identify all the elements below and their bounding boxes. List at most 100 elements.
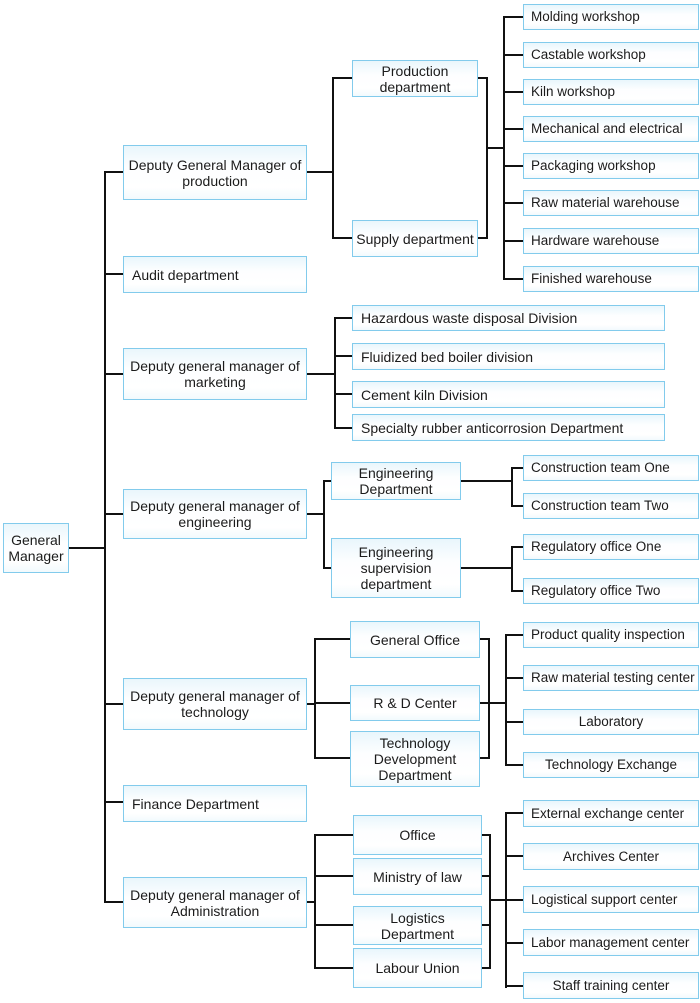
connector-line — [505, 634, 523, 636]
connector-line — [307, 513, 325, 515]
node-technology-development-department: Technology Development Department — [350, 731, 480, 787]
connector-line — [482, 967, 491, 969]
node-general-manager: General Manager — [3, 523, 69, 573]
connector-line — [489, 834, 491, 969]
connector-line — [307, 171, 334, 173]
connector-line — [314, 834, 316, 969]
connector-line — [482, 924, 491, 926]
connector-line — [488, 638, 490, 759]
node-hardware-warehouse: Hardware warehouse — [523, 228, 699, 254]
node-engineering-department: Engineering Department — [331, 462, 461, 500]
connector-line — [505, 855, 523, 857]
connector-line — [503, 165, 523, 167]
node-mechanical-and-electrical: Mechanical and electrical — [523, 116, 699, 142]
connector-line — [332, 77, 334, 239]
connector-line — [503, 16, 505, 280]
connector-line — [482, 834, 491, 836]
connector-line — [505, 942, 523, 944]
node-audit-department: Audit department — [123, 256, 307, 293]
connector-line — [480, 702, 490, 704]
connector-line — [307, 901, 316, 903]
connector-line — [503, 278, 523, 280]
connector-line — [314, 638, 351, 640]
connector-line — [486, 147, 505, 149]
connector-line — [314, 702, 351, 704]
connector-line — [482, 875, 491, 877]
connector-line — [104, 801, 123, 803]
connector-line — [323, 480, 325, 569]
connector-line — [334, 317, 336, 429]
node-hazardous-waste-disposal-division: Hazardous waste disposal Division — [352, 305, 665, 331]
connector-line — [486, 77, 488, 239]
node-packaging-workshop: Packaging workshop — [523, 153, 699, 179]
node-general-office: General Office — [350, 621, 480, 658]
connector-line — [323, 567, 332, 569]
connector-line — [104, 273, 123, 275]
node-regulatory-office-one: Regulatory office One — [523, 534, 699, 560]
connector-line — [104, 171, 106, 903]
connector-line — [511, 467, 523, 469]
node-regulatory-office-two: Regulatory office Two — [523, 578, 699, 604]
connector-line — [505, 812, 523, 814]
connector-line — [68, 547, 105, 549]
connector-line — [505, 985, 523, 987]
node-logistical-support-center: Logistical support center — [523, 886, 699, 913]
node-staff-training-center: Staff training center — [523, 972, 699, 999]
node-construction-team-two: Construction team Two — [523, 493, 699, 519]
node-finished-warehouse: Finished warehouse — [523, 266, 699, 292]
connector-line — [503, 54, 523, 56]
node-rd-center: R & D Center — [350, 685, 480, 721]
connector-line — [503, 91, 523, 93]
connector-line — [314, 638, 316, 759]
node-supply-department: Supply department — [352, 220, 478, 257]
connector-line — [489, 899, 507, 901]
node-finance-department: Finance Department — [123, 785, 307, 822]
connector-line — [323, 480, 332, 482]
connector-line — [307, 703, 316, 705]
connector-line — [314, 924, 353, 926]
connector-line — [307, 373, 336, 375]
node-labour-union: Labour Union — [353, 948, 482, 988]
node-deputy-gm-production: Deputy General Manager of production — [123, 145, 307, 200]
node-deputy-gm-administration: Deputy general manager of Administration — [123, 877, 307, 928]
connector-line — [505, 899, 523, 901]
connector-line — [104, 901, 123, 903]
connector-line — [461, 567, 512, 569]
connector-line — [104, 171, 123, 173]
connector-line — [511, 590, 523, 592]
connector-line — [503, 128, 523, 130]
connector-line — [505, 721, 523, 723]
node-office: Office — [353, 815, 482, 855]
connector-line — [314, 875, 353, 877]
connector-line — [488, 702, 507, 704]
node-deputy-gm-marketing: Deputy general manager of marketing — [123, 348, 307, 400]
connector-line — [511, 546, 523, 548]
node-molding-workshop: Molding workshop — [523, 4, 699, 30]
connector-line — [503, 202, 523, 204]
node-kiln-workshop: Kiln workshop — [523, 79, 699, 105]
node-external-exchange-center: External exchange center — [523, 800, 699, 827]
node-logistics-department: Logistics Department — [353, 906, 482, 945]
connector-line — [503, 240, 523, 242]
node-ministry-of-law: Ministry of law — [353, 858, 482, 895]
connector-line — [478, 237, 488, 239]
connector-line — [511, 546, 513, 592]
node-deputy-gm-engineering: Deputy general manager of engineering — [123, 489, 307, 539]
connector-line — [478, 77, 488, 79]
connector-line — [332, 77, 352, 79]
connector-line — [505, 677, 523, 679]
connector-line — [511, 505, 523, 507]
node-archives-center: Archives Center — [523, 843, 699, 870]
connector-line — [104, 373, 123, 375]
connector-line — [334, 393, 352, 395]
connector-line — [314, 834, 353, 836]
connector-line — [334, 355, 352, 357]
connector-line — [480, 638, 490, 640]
connector-line — [334, 317, 352, 319]
node-construction-team-one: Construction team One — [523, 455, 699, 481]
connector-line — [314, 967, 353, 969]
connector-line — [505, 634, 507, 766]
node-raw-material-testing-center: Raw material testing center — [523, 665, 699, 691]
connector-line — [104, 703, 123, 705]
